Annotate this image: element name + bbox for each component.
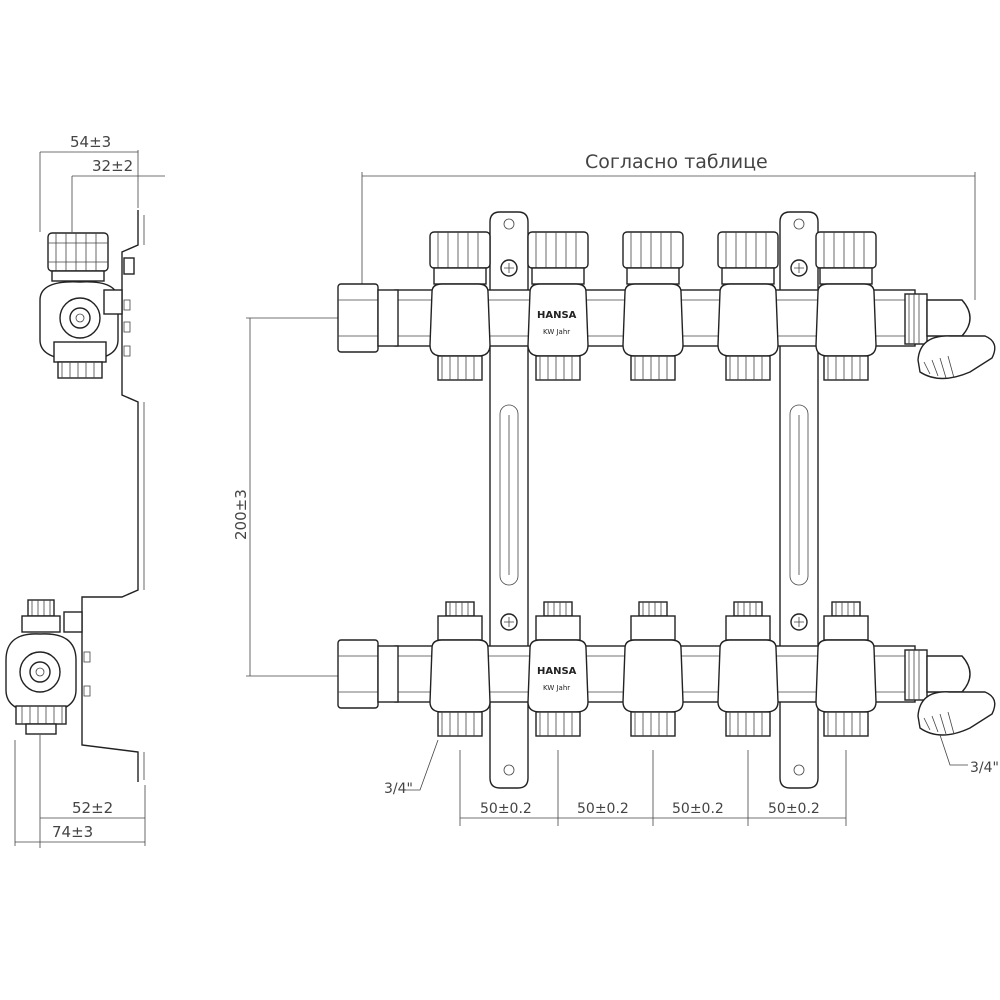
upper-vent-cap xyxy=(917,335,996,380)
side-dimension-lines xyxy=(14,150,165,848)
lower-inlet-nut xyxy=(337,639,379,709)
dim-pitch-1: 50±0.2 xyxy=(480,801,532,817)
thread-callout-right: 3/4" xyxy=(970,760,999,776)
lower-vent-cap xyxy=(917,691,996,736)
upper-outlets xyxy=(429,231,877,381)
upper-inlet-nut xyxy=(337,283,379,353)
side-bracket xyxy=(81,210,139,782)
thread-callout-left: 3/4" xyxy=(384,781,413,797)
dim-54: 54±3 xyxy=(70,133,111,151)
upper-mark-label: KW Jahr xyxy=(543,328,570,336)
mounting-brackets xyxy=(489,211,819,789)
upper-manifold: HANSA KW Jahr xyxy=(337,231,996,381)
lower-screws xyxy=(500,613,808,631)
lower-brand-label: HANSA xyxy=(537,666,577,677)
front-view: Согласно таблице 200±3 xyxy=(232,151,999,826)
dim-200: 200±3 xyxy=(232,489,250,540)
side-view: 54±3 32±2 52±2 74±3 xyxy=(5,133,165,848)
pitch-dimension-lines xyxy=(459,750,847,826)
lower-mark-label: KW Jahr xyxy=(543,684,570,692)
dim-pitch-4: 50±0.2 xyxy=(768,801,820,817)
lower-outlets xyxy=(429,601,877,737)
side-top-valve xyxy=(39,232,135,379)
dim-52: 52±2 xyxy=(72,799,113,817)
dim-74: 74±3 xyxy=(52,823,93,841)
upper-screws xyxy=(500,259,808,277)
dim-pitch-3: 50±0.2 xyxy=(672,801,724,817)
lower-manifold: HANSA KW Jahr xyxy=(337,601,996,737)
dim-32: 32±2 xyxy=(92,157,133,175)
upper-brand-label: HANSA xyxy=(537,310,577,321)
dim-pitch-2: 50±0.2 xyxy=(577,801,629,817)
side-bottom-valve xyxy=(5,599,91,735)
dim-overall-label: Согласно таблице xyxy=(585,151,768,173)
